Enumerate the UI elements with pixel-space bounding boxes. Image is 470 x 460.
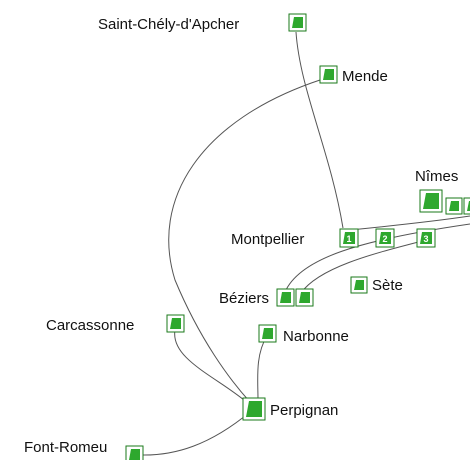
route-font-romeu-perpignan [139, 411, 251, 456]
station-saint-chely[interactable] [288, 13, 307, 32]
route-mende-perpignan [168, 79, 321, 403]
city-label-perpignan: Perpignan [270, 402, 338, 419]
station-narbonne[interactable] [258, 324, 277, 343]
montpellier-marker-2-label: 2 [382, 234, 387, 244]
station-font-romeu[interactable] [125, 445, 144, 460]
station-mende[interactable] [319, 65, 338, 84]
city-label-montpellier: Montpellier [231, 231, 304, 248]
city-label-nimes: Nîmes [415, 168, 458, 185]
city-label-carcassonne: Carcassonne [46, 317, 134, 334]
montpellier-marker-3-label: 3 [423, 234, 428, 244]
route-narbonne-perpignan [257, 335, 268, 401]
station-nimes-3[interactable] [463, 197, 470, 215]
station-beziers-1[interactable] [276, 288, 295, 307]
route-saint-chely-montpellier [295, 31, 344, 229]
city-label-sete: Sète [372, 277, 403, 294]
montpellier-marker-1-label: 1 [346, 234, 351, 244]
city-label-saint-chely: Saint-Chély-d'Apcher [98, 16, 239, 33]
city-label-mende: Mende [342, 68, 388, 85]
route-lines [139, 31, 470, 456]
station-montpellier-2[interactable]: 2 [375, 228, 395, 248]
city-label-narbonne: Narbonne [283, 328, 349, 345]
station-nimes-main[interactable] [419, 189, 443, 213]
station-nimes-2[interactable] [445, 197, 463, 215]
station-montpellier-3[interactable]: 3 [416, 228, 436, 248]
station-beziers-2[interactable] [295, 288, 314, 307]
route-sete-beziers [300, 239, 427, 294]
route-nimes-montpellier [349, 215, 470, 231]
station-carcassonne[interactable] [166, 314, 185, 333]
station-montpellier-1[interactable]: 1 [339, 228, 359, 248]
city-label-font-romeu: Font-Romeu [24, 439, 107, 456]
route-carcassonne-perpignan [174, 329, 251, 406]
city-label-beziers: Béziers [219, 290, 269, 307]
city-labels: Saint-Chély-d'Apcher Mende Nîmes Montpel… [24, 16, 458, 456]
station-sete[interactable] [350, 276, 368, 294]
station-markers: 1 2 3 [125, 13, 470, 460]
station-perpignan[interactable] [242, 397, 266, 421]
